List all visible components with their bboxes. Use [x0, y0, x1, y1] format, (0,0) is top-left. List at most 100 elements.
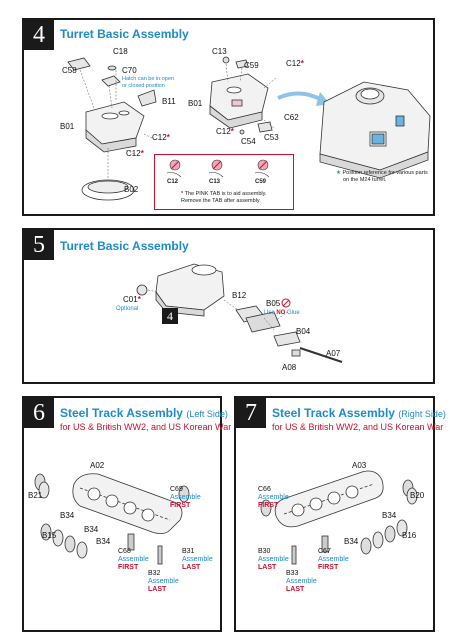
- position-note-text-1: Position reference for various parts: [342, 170, 428, 176]
- pink-tab-note: * The PINK TAB is to aid assembly. Remov…: [181, 191, 267, 205]
- step-title: Turret Basic Assembly: [60, 27, 189, 41]
- use-no-glue-text-2: Glue: [285, 310, 300, 316]
- part-label-b31: B31 Assemble LAST: [182, 548, 213, 572]
- turret-left-illustration: [67, 57, 157, 201]
- step-4-panel: 4 Turret Basic Assembly: [22, 18, 435, 216]
- reference-step-4: 4: [162, 308, 178, 324]
- part-label-b21: B21: [28, 491, 43, 500]
- part-label-c66: C66 Assemble FIRST: [258, 486, 289, 510]
- part-label-c68: C68 Assemble FIRST: [118, 548, 149, 572]
- left-track-drawing: [34, 473, 190, 565]
- step-title: Steel Track Assembly (Left Side): [60, 406, 228, 420]
- c68-first: FIRST: [118, 564, 139, 572]
- star-icon: ★: [336, 170, 341, 176]
- part-label-b16: B16: [402, 531, 417, 540]
- turret-middle-illustration: [209, 56, 273, 135]
- pink-tab-note-line-1: * The PINK TAB is to aid assembly.: [181, 191, 267, 198]
- assembly-arrow: [277, 91, 323, 102]
- part-label-c59: C59: [244, 61, 259, 70]
- b33-code: B33: [286, 570, 299, 577]
- step-subtitle: for US & British WW2, and US Korean War: [272, 422, 444, 432]
- c66-assemble: Assemble: [258, 494, 289, 502]
- pink-tab-star: *: [137, 295, 141, 304]
- b33-last: LAST: [286, 586, 305, 594]
- pink-tab-star: *: [181, 191, 184, 197]
- part-label-b32: B32 Assemble LAST: [148, 570, 179, 594]
- use-no-glue-text-1: Use: [264, 310, 277, 316]
- part-label-c70: C70: [122, 66, 137, 75]
- pink-tab-note-line-2: Remove the TAB after assembly.: [181, 197, 261, 204]
- part-label-c01: C01*: [123, 296, 141, 304]
- b32-code: B32: [148, 570, 161, 577]
- b33-assemble: Assemble: [286, 578, 317, 586]
- part-label-c18: C18: [113, 47, 128, 56]
- hatch-note: Hatch can be in open or closed position: [122, 76, 174, 89]
- part-label-a03: A03: [352, 461, 367, 470]
- part-label-c12: C12*: [216, 128, 234, 136]
- part-label-b34: B34: [344, 537, 359, 546]
- use-no-glue-no: NO: [276, 310, 286, 316]
- position-note-line-2: on the M24 turret.: [343, 176, 387, 183]
- position-note-line-1: ★ Position reference for various parts: [336, 170, 428, 177]
- b32-assemble: Assemble: [148, 578, 179, 586]
- part-label-b01: B01: [60, 122, 75, 131]
- right-track-drawing: [260, 470, 418, 565]
- c69-assemble: Assemble: [170, 494, 201, 502]
- turret-reference-illustration: [319, 81, 431, 179]
- pink-part-c59: C59: [255, 179, 267, 185]
- step-subtitle: for US & British WW2, and US Korean War: [60, 422, 232, 432]
- b30-assemble: Assemble: [258, 556, 289, 564]
- c67-code: C67: [318, 548, 331, 555]
- part-label-c12: C12*: [126, 150, 144, 158]
- step-5-panel: 5 Turret Basic Assembly C01* Optional B1…: [22, 228, 435, 384]
- part-label-c12-text: C12: [286, 59, 301, 68]
- part-label-c01-text: C01: [123, 295, 138, 304]
- part-label-b33: B33 Assemble LAST: [286, 570, 317, 594]
- part-label-b02: B02: [124, 185, 139, 194]
- c69-first: FIRST: [170, 502, 191, 510]
- step-title-side: (Left Side): [186, 409, 228, 419]
- step-number: 6: [24, 398, 54, 428]
- part-label-c13: C13: [212, 47, 227, 56]
- c67-assemble: Assemble: [318, 556, 349, 564]
- pink-part-c12: C12: [167, 179, 179, 185]
- part-label-b34: B34: [60, 511, 75, 520]
- part-label-c69: C69 Assemble FIRST: [170, 486, 201, 510]
- c68-assemble: Assemble: [118, 556, 149, 564]
- part-label-b34: B34: [96, 537, 111, 546]
- step-6-panel: 6 Steel Track Assembly (Left Side) for U…: [22, 396, 231, 632]
- c69-code: C69: [170, 486, 183, 493]
- step-title-side: (Right Side): [398, 409, 446, 419]
- step-title-text: Steel Track Assembly: [272, 406, 395, 420]
- step-number: 5: [24, 230, 54, 260]
- c66-first: FIRST: [258, 502, 279, 510]
- part-label-c58: C58: [62, 66, 77, 75]
- step-number: 7: [236, 398, 266, 428]
- part-label-b15: B15: [42, 531, 57, 540]
- use-no-glue-note: Use NO Glue: [264, 310, 300, 317]
- part-label-c54: C54: [241, 137, 256, 146]
- pink-tab-note-text-1: The PINK TAB is to aid assembly.: [184, 191, 267, 197]
- pink-tab-parts: [166, 159, 270, 178]
- pink-tab-star: *: [166, 133, 170, 142]
- c68-code: C68: [118, 548, 131, 555]
- turret-parts-drawing: [67, 56, 431, 201]
- part-label-c67: C67 Assemble FIRST: [318, 548, 349, 572]
- b30-last: LAST: [258, 564, 277, 572]
- pink-part-c13: C13: [209, 179, 221, 185]
- barrel-a07: [299, 347, 343, 363]
- step-number: 4: [24, 20, 54, 50]
- part-label-c62: C62: [284, 113, 299, 122]
- turret-mount-drawing: [136, 263, 343, 363]
- part-label-b12: B12: [232, 291, 247, 300]
- part-label-c12: C12*: [286, 60, 304, 68]
- part-label-c53: C53: [264, 133, 279, 142]
- pink-tab-star: *: [140, 149, 144, 158]
- part-label-a02: A02: [90, 461, 105, 470]
- part-label-c12-text: C12: [216, 127, 231, 136]
- part-label-b34: B34: [382, 511, 397, 520]
- b31-assemble: Assemble: [182, 556, 213, 564]
- hatch-note-line-1: Hatch can be in open: [122, 76, 174, 82]
- position-reference-note: ★ Position reference for various parts o…: [336, 170, 428, 183]
- optional-note: Optional: [116, 306, 139, 312]
